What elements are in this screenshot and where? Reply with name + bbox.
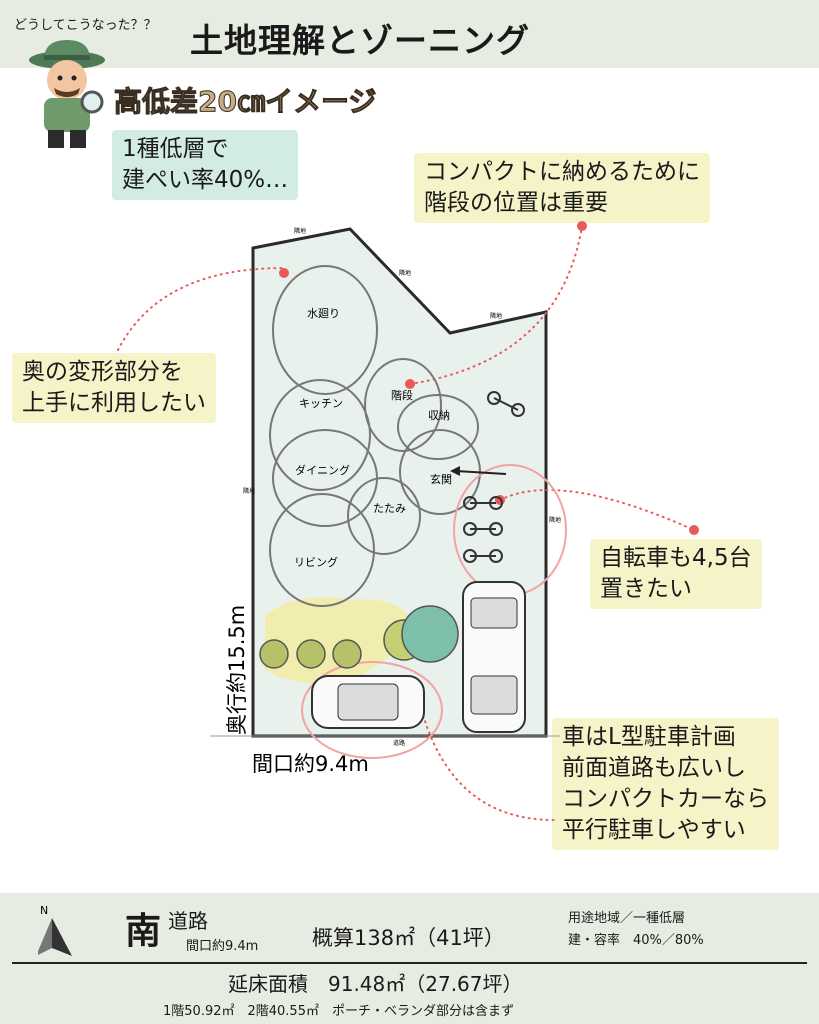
- elevation-heading: 高低差20㎝イメージ: [113, 85, 377, 119]
- zone-living: [269, 493, 375, 607]
- north-arrow-icon: N: [38, 904, 72, 956]
- callout-stairs-line1: コンパクトに納めるために: [424, 159, 700, 185]
- room-label-entrance: 玄関: [430, 472, 452, 486]
- leader-bikes: [499, 489, 695, 531]
- callout-parking-line3: コンパクトカーなら: [562, 786, 769, 812]
- callout-irregular-line1: 奥の変形部分を: [22, 359, 183, 385]
- room-label-tatami: たたみ: [373, 502, 406, 515]
- room-label-living: リビング: [294, 555, 338, 569]
- callout-stairs: コンパクトに納めるために 階段の位置は重要: [414, 153, 710, 223]
- footer-band: [0, 893, 819, 1024]
- callout-bikes-line1: 自転車も4,5台: [600, 545, 752, 571]
- header-subtitle: どうしてこうなった？？: [14, 18, 157, 33]
- zoning-ratio: 建・容率 40%／80%: [568, 933, 704, 948]
- zone-parking: [301, 661, 443, 759]
- road-label: 道路: [168, 909, 208, 933]
- zone-tatami: [347, 477, 421, 555]
- marker-stairs-end: [577, 221, 587, 231]
- page-title: 土地理解とゾーニング: [190, 21, 530, 60]
- callout-parking-line1: 車はL型駐車計画: [562, 724, 736, 750]
- boundary-label-right: 隣地: [549, 516, 561, 524]
- marker-bikes-end: [689, 525, 699, 535]
- footer-divider: [12, 962, 807, 964]
- marker-irregular: [279, 268, 289, 278]
- callout-bikes: 自転車も4,5台 置きたい: [590, 539, 762, 609]
- frontage-dimension: 間口約9.4m: [252, 752, 369, 776]
- floor-area: 延床面積 91.48㎡（27.67坪）: [228, 972, 523, 996]
- callout-zoning: 1種低層で 建ぺい率40%…: [112, 130, 299, 200]
- callout-parking: 車はL型駐車計画 前面道路も広いし コンパクトカーなら 平行駐車しやすい: [552, 718, 779, 850]
- callout-irregular-line2: 上手に利用したい: [22, 390, 206, 416]
- bicycle-icon: [463, 549, 503, 563]
- boundary-label-road: 道路: [393, 739, 405, 747]
- car-icon: [462, 581, 526, 733]
- car-icon: [311, 675, 425, 729]
- bicycle-icon: [487, 391, 525, 417]
- marker-stairs: [405, 379, 415, 389]
- boundary-label-top: 隣地: [294, 227, 306, 235]
- leader-parking: [419, 703, 555, 821]
- room-label-kitchen: キッチン: [299, 397, 343, 410]
- zoning-info: 用途地域／一種低層 建・容率 40%／80%: [568, 908, 704, 952]
- zone-kitchen: [269, 379, 371, 491]
- shrub-icon: [332, 639, 362, 669]
- boundary-label-diagonal: 隣地: [399, 269, 411, 277]
- room-label-stairs: 階段: [391, 388, 413, 402]
- footer-frontage: 間口約9.4m: [186, 939, 259, 954]
- callout-bikes-line2: 置きたい: [600, 576, 692, 602]
- callout-irregular: 奥の変形部分を 上手に利用したい: [12, 353, 216, 423]
- callout-parking-line4: 平行駐車しやすい: [562, 817, 746, 843]
- room-label-storage: 収納: [428, 409, 450, 422]
- room-label-dining: ダイニング: [295, 463, 350, 477]
- tree-icon: [401, 605, 459, 663]
- floor-breakdown: 1階50.92㎡ 2階40.55㎡ ポーチ・ベランダ部分は含まず: [163, 1004, 514, 1019]
- boundary-label-right-top: 隣地: [490, 312, 502, 320]
- bicycle-icon: [463, 496, 503, 510]
- site-plan: 水廻り キッチン 階段 収納 ダイニング 玄関 たたみ リビング 隣地 隣地 隣…: [117, 221, 699, 821]
- room-label-water: 水廻り: [307, 307, 340, 320]
- callout-parking-line2: 前面道路も広いし: [562, 755, 746, 781]
- zone-stairs: [364, 358, 442, 452]
- zoning-use: 用途地域／一種低層: [568, 911, 686, 926]
- svg-text:N: N: [40, 904, 48, 917]
- south-label: 南: [125, 911, 162, 952]
- leader-irregular: [117, 267, 285, 351]
- callout-zoning-line2: 建ぺい率40%…: [122, 167, 289, 193]
- shrub-icon: [296, 639, 326, 669]
- callout-zoning-line1: 1種低層で: [122, 136, 229, 162]
- site-area: 概算138㎡（41坪）: [312, 926, 505, 950]
- shrub-icon: [259, 639, 289, 669]
- bicycle-icon: [463, 522, 503, 536]
- entrance-arrow: [455, 470, 507, 475]
- zone-water: [272, 265, 378, 395]
- depth-dimension: 奥行約15.5m: [225, 605, 249, 735]
- boundary-label-left: 隣地: [243, 487, 255, 495]
- detective-character-icon: [29, 40, 105, 148]
- zone-storage: [397, 394, 479, 460]
- callout-stairs-line2: 階段の位置は重要: [424, 190, 608, 216]
- leader-stairs: [409, 225, 583, 385]
- header-band: [0, 0, 819, 68]
